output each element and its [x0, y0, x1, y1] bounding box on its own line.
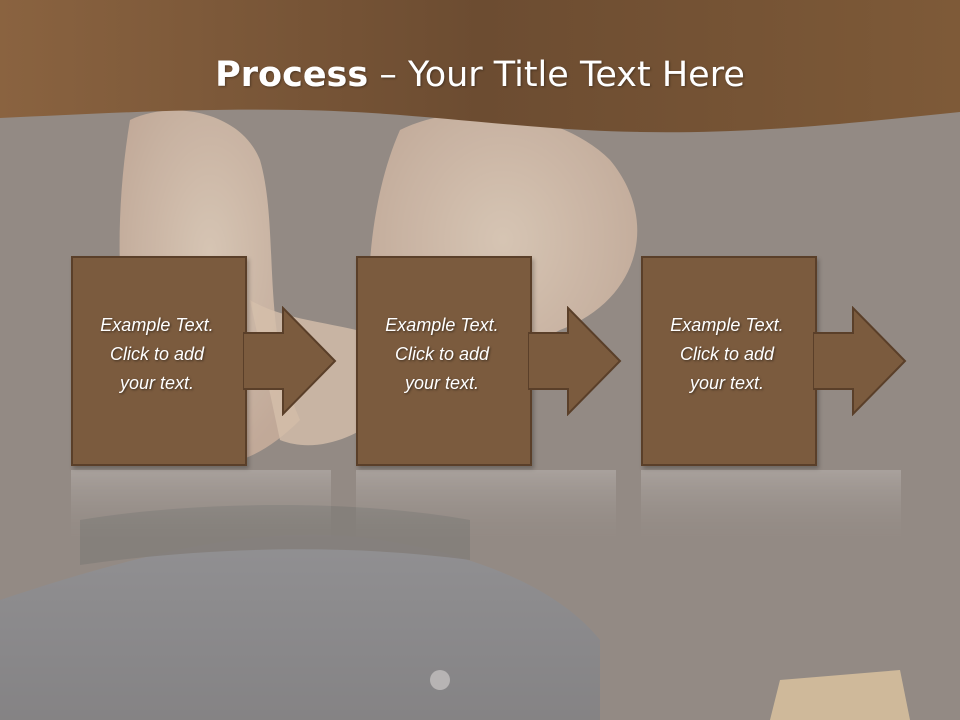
process-step-3[interactable]: Example Text. Click to add your text. — [641, 256, 907, 466]
process-step-2[interactable]: Example Text. Click to add your text. — [356, 256, 622, 466]
step-label[interactable]: Example Text. Click to add your text. — [100, 315, 214, 393]
title-rest: – Your Title Text Here — [368, 55, 745, 95]
step-box — [71, 256, 247, 466]
step-reflection — [641, 470, 901, 550]
step-label[interactable]: Example Text. Click to add your text. — [670, 315, 784, 393]
header-banner — [0, 0, 960, 133]
step-box — [641, 256, 817, 466]
title-bold: Process — [215, 55, 369, 95]
right-arrow-icon — [528, 306, 622, 416]
step-label[interactable]: Example Text. Click to add your text. — [385, 315, 499, 393]
step-box — [356, 256, 532, 466]
right-arrow-icon — [813, 306, 907, 416]
step-reflection — [71, 470, 331, 550]
process-step-1[interactable]: Example Text. Click to add your text. — [71, 256, 337, 466]
right-arrow-icon — [243, 306, 337, 416]
step-reflection — [356, 470, 616, 550]
slide-title[interactable]: Process – Your Title Text Here — [0, 50, 960, 100]
